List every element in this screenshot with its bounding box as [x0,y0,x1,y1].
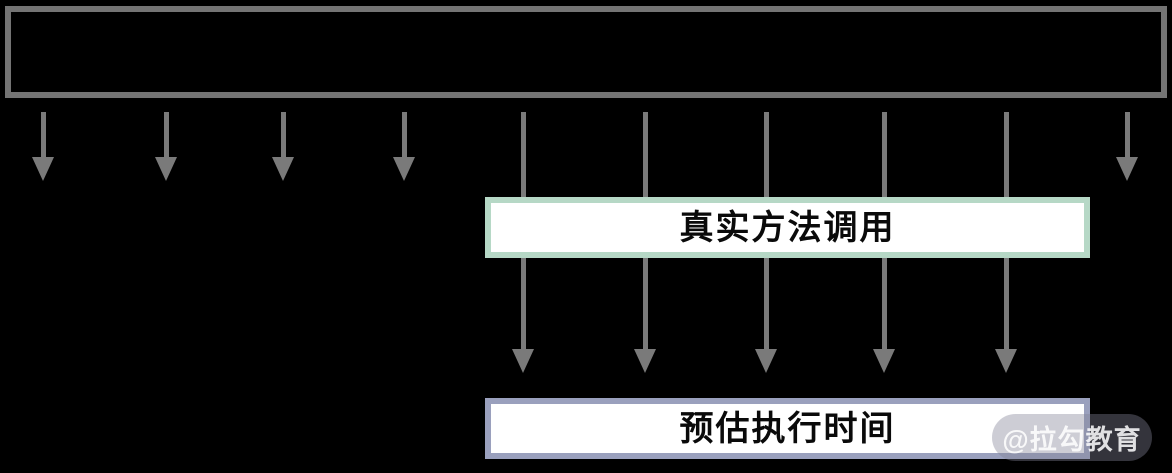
down-arrow-head-icon [1116,157,1138,181]
down-arrow-head-icon [873,349,895,373]
down-arrow-head-icon [272,157,294,181]
connector-line [755,112,777,198]
arrow-shaft [642,258,648,349]
down-arrow-icon [32,112,54,181]
connector-line [873,112,895,198]
watermark-badge: @拉勾教育 [992,414,1152,461]
estimated-execution-time-box: 预估执行时间 [485,398,1090,459]
arrow-shaft [401,112,407,157]
arrow-shaft [1003,258,1009,349]
real-method-call-label: 真实方法调用 [679,208,896,247]
real-method-call-box: 真实方法调用 [485,197,1090,258]
down-arrow-icon [873,258,895,373]
down-arrow-icon [995,258,1017,373]
arrow-shaft [763,112,769,198]
timeline-bar [5,6,1167,98]
arrow-shaft [763,258,769,349]
arrow-shaft [881,258,887,349]
arrow-shaft [1003,112,1009,198]
arrow-shaft [520,258,526,349]
connector-line [512,112,534,198]
down-arrow-head-icon [155,157,177,181]
down-arrow-head-icon [393,157,415,181]
down-arrow-icon [155,112,177,181]
down-arrow-icon [1116,112,1138,181]
down-arrow-icon [393,112,415,181]
arrow-shaft [1124,112,1130,157]
estimated-execution-time-label: 预估执行时间 [679,409,896,448]
down-arrow-head-icon [755,349,777,373]
down-arrow-head-icon [634,349,656,373]
arrow-shaft [280,112,286,157]
down-arrow-icon [512,258,534,373]
watermark-text: @拉勾教育 [1002,425,1142,455]
down-arrow-icon [755,258,777,373]
arrow-shaft [642,112,648,198]
arrow-shaft [520,112,526,198]
connector-line [995,112,1017,198]
down-arrow-head-icon [32,157,54,181]
down-arrow-icon [634,258,656,373]
down-arrow-icon [272,112,294,181]
arrow-shaft [163,112,169,157]
down-arrow-head-icon [512,349,534,373]
connector-line [634,112,656,198]
arrow-shaft [40,112,46,157]
arrow-shaft [881,112,887,198]
down-arrow-head-icon [995,349,1017,373]
